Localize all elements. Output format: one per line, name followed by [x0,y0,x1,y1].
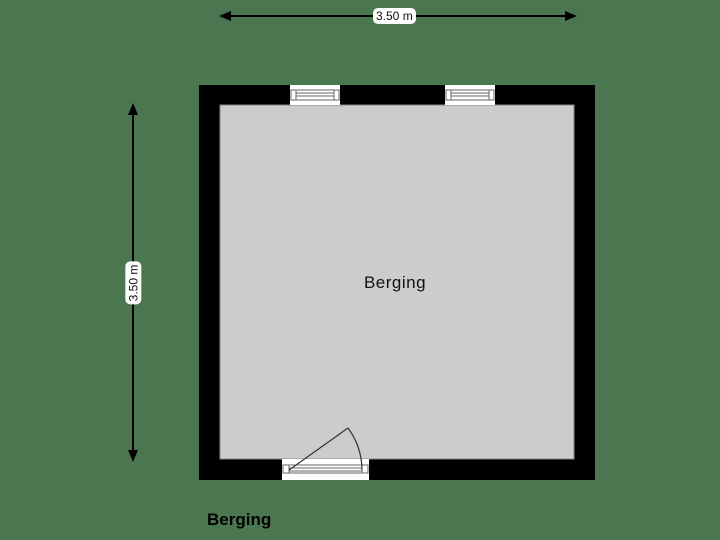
window-top-left [290,85,340,105]
height-dimension-label: 3.50 m [125,261,142,305]
width-dimension-label: 3.50 m [373,8,416,24]
room-label: Berging [363,273,427,292]
floorplan-caption: Berging [207,510,272,529]
room-floor [219,104,575,460]
window-top-right [445,85,495,105]
door-bottom [282,427,369,480]
